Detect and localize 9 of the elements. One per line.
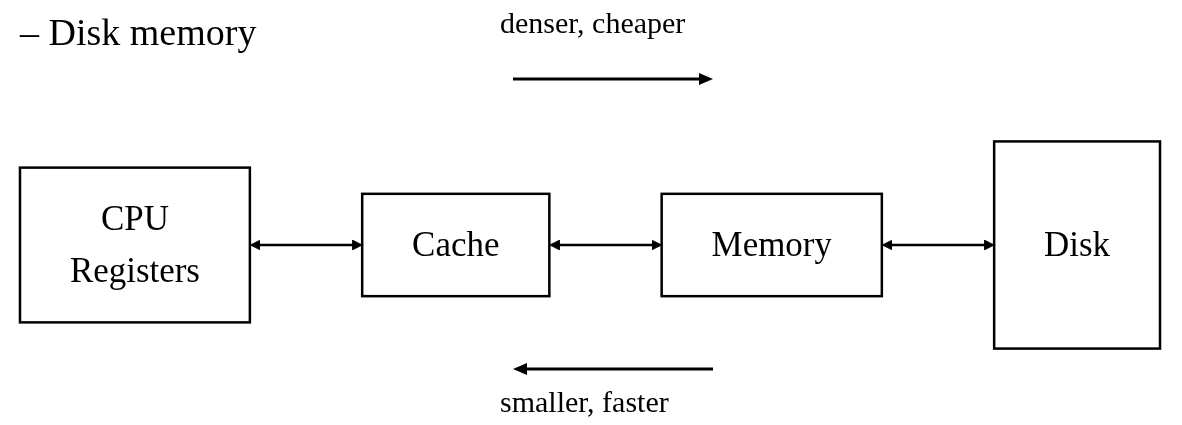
- node-box: CPU Registers: [18, 166, 252, 324]
- arrow: [249, 239, 363, 251]
- direction-caption: smaller, faster: [500, 385, 669, 419]
- node-box: Cache: [360, 192, 551, 298]
- arrow: [881, 239, 995, 251]
- bullet-text: – Disk memory: [20, 10, 257, 54]
- direction-caption: denser, cheaper: [500, 6, 686, 40]
- node-box: Memory: [660, 192, 884, 298]
- node-box: Disk: [992, 140, 1162, 350]
